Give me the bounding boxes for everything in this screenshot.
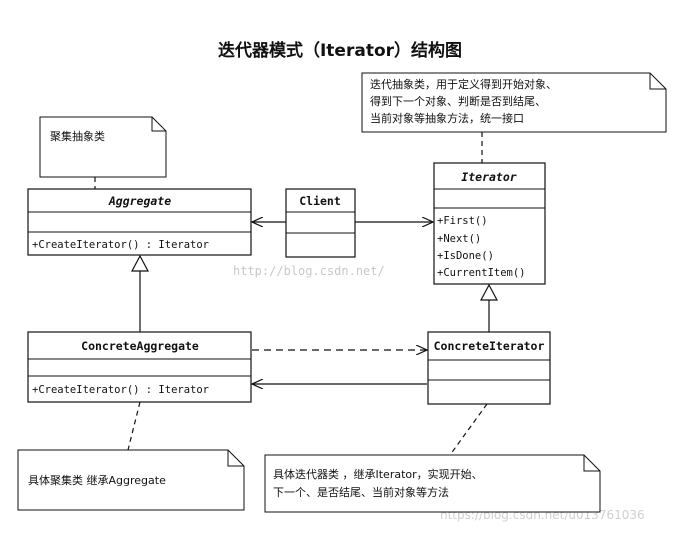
class-iterator-name: Iterator (461, 170, 516, 184)
note-iterator-line-1: 迭代抽象类，用于定义得到开始对象、 (370, 77, 557, 91)
note-iterator: 迭代抽象类，用于定义得到开始对象、 得到下一个对象、判断是否到结尾、 当前对象等… (361, 72, 667, 133)
note-concrete-iterator: 具体迭代器类 ，继承Iterator，实现开始、 下一个、是否结尾、当前对象等方… (264, 454, 601, 513)
note-aggregate: 聚集抽象类 (39, 116, 167, 178)
class-concrete-aggregate-name: ConcreteAggregate (81, 339, 199, 353)
note-iterator-line-3: 当前对象等抽象方法，统一接口 (370, 111, 524, 125)
note-concrete-aggregate-connector (127, 401, 141, 451)
class-aggregate-name: Aggregate (108, 194, 171, 208)
class-iterator: Iterator +First() +Next() +IsDone() +Cur… (433, 162, 546, 285)
class-concrete-iterator-name: ConcreteIterator (434, 339, 545, 353)
class-concrete-iterator: ConcreteIterator (427, 331, 551, 405)
watermark-center: http://blog.csdn.net/ (233, 264, 385, 278)
note-concrete-aggregate-line-1: 具体聚集类 继承Aggregate (28, 473, 166, 487)
note-aggregate-line-1: 聚集抽象类 (50, 129, 105, 143)
note-concrete-iterator-line-2: 下一个、是否结尾、当前对象等方法 (273, 485, 449, 499)
generalization-iterator (480, 283, 498, 332)
class-iterator-method-isdone: +IsDone() (437, 250, 494, 262)
diagram-title: 迭代器模式（Iterator）结构图 (218, 40, 462, 61)
class-client: Client (285, 188, 356, 258)
note-concrete-iterator-line-1: 具体迭代器类 ，继承Iterator，实现开始、 (273, 467, 483, 481)
generalization-aggregate (131, 254, 149, 332)
note-concrete-aggregate: 具体聚集类 继承Aggregate (17, 449, 245, 511)
class-aggregate: Aggregate +CreateIterator() : Iterator (27, 188, 252, 256)
class-iterator-method-first: +First() (437, 215, 488, 227)
class-client-name: Client (299, 194, 341, 208)
class-iterator-method-currentitem: +CurrentItem() (437, 267, 526, 279)
class-aggregate-method: +CreateIterator() : Iterator (32, 239, 209, 251)
class-iterator-method-next: +Next() (437, 233, 481, 245)
note-iterator-line-2: 得到下一个对象、判断是否到结尾、 (370, 94, 546, 108)
note-concrete-iterator-connector (449, 403, 488, 456)
class-concrete-aggregate-method: +CreateIterator() : Iterator (32, 384, 209, 396)
class-concrete-aggregate: ConcreteAggregate +CreateIterator() : It… (27, 331, 252, 403)
